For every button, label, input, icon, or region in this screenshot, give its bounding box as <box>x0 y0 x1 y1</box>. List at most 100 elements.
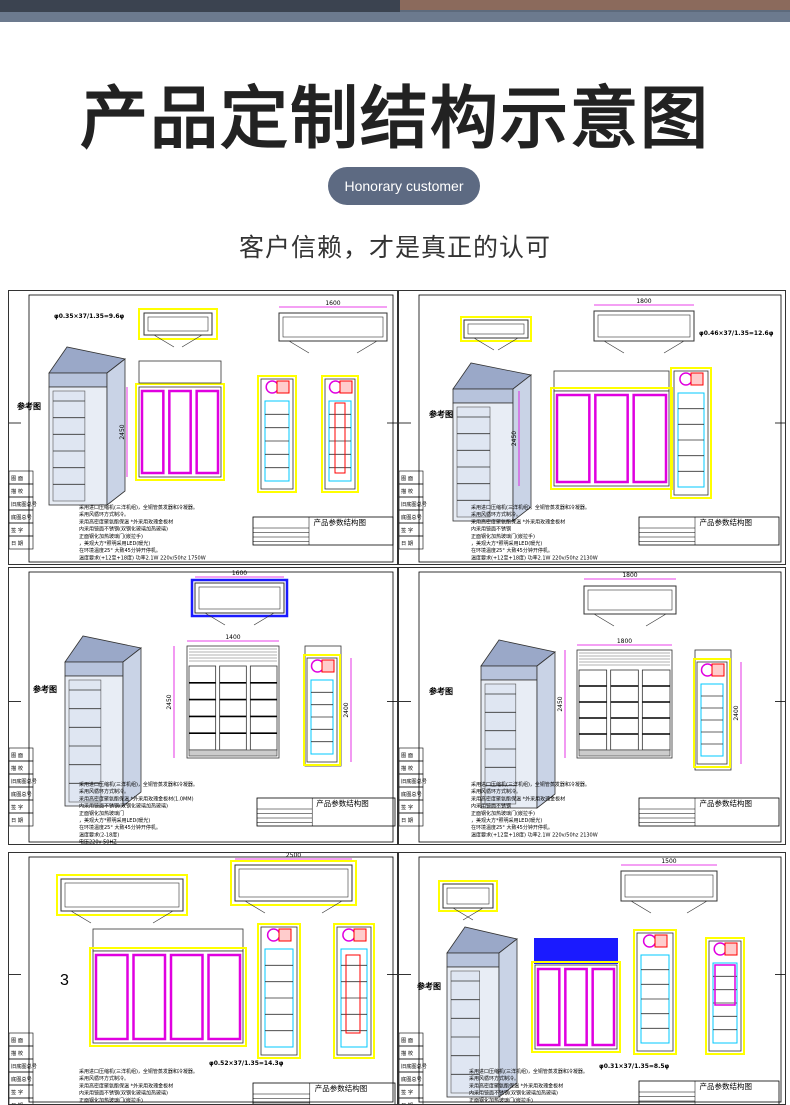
side-frame <box>696 661 728 765</box>
title-cell-label: 底图总号 <box>11 1075 32 1083</box>
title-cell-label: 底图总号 <box>11 790 32 798</box>
top-plan-view <box>463 319 529 351</box>
plan-outline <box>60 878 184 912</box>
door-swing <box>497 337 519 351</box>
plan-inner <box>198 586 281 610</box>
cabinet-glass-door <box>68 679 102 803</box>
plan-highlight <box>460 316 532 342</box>
title-cell <box>399 1097 424 1104</box>
dimension-line: 1600 <box>279 300 387 308</box>
table-title: 产品参数结构图 <box>316 798 369 808</box>
top-plan-view <box>620 870 718 914</box>
base-plinth <box>188 749 278 757</box>
compressor-unit <box>353 928 367 942</box>
cabinet-side <box>106 358 126 506</box>
cabinet-header <box>452 388 514 404</box>
compressor-unit <box>339 380 353 394</box>
top-plan-view <box>60 878 184 924</box>
door-swing <box>181 334 203 348</box>
compressor-unit <box>711 663 725 677</box>
side-frame <box>636 932 674 1052</box>
dimension-line: 2400 <box>733 662 742 764</box>
spec-note-line: 温度要求(+12至+18度) 功率2.1W 220v/50hz 2130W <box>471 554 598 561</box>
spec-note-line: 内采用镜面不锈钢 <box>471 526 511 533</box>
page-subtitle: 客户信赖，才是真正的认可 <box>238 233 551 262</box>
door-swing <box>645 613 667 627</box>
table-frame <box>252 1082 396 1104</box>
sheet-number-label: 3 <box>60 972 69 989</box>
elevation-frame <box>576 649 673 759</box>
door-swing <box>603 340 625 354</box>
parameter-table: 产品参数结构图 <box>252 1082 396 1104</box>
spec-note-line: 采用进口压缩机(三洋机组)，全铜管蒸发器和冷凝器。 <box>79 781 198 788</box>
side-section-core <box>714 964 736 1006</box>
title-cell <box>399 812 424 827</box>
side-section-view <box>705 937 745 1055</box>
side-frame <box>306 657 338 763</box>
dimension-label: 2450 <box>119 424 126 439</box>
side-section-view <box>633 929 677 1055</box>
spec-note-line: 采用风循环方式制冷。 <box>469 1075 519 1082</box>
plan-outline <box>620 870 718 902</box>
top-plan-view <box>194 582 285 626</box>
door-panel <box>140 389 165 475</box>
honorary-customer-badge[interactable]: Honorary customer <box>328 167 480 205</box>
title-cell-label: 图 面 <box>11 752 23 759</box>
plan-inner <box>282 316 384 338</box>
title-cell-label: 图 面 <box>401 752 413 759</box>
compressor-unit <box>724 942 738 956</box>
spec-note-line: 内采用镜面不锈钢(双钢化玻璃加热玻璃) <box>79 1090 168 1097</box>
side-frame <box>324 378 356 490</box>
banner-photo-left <box>0 0 400 12</box>
drawing-border <box>418 856 782 1103</box>
side-frame <box>708 940 742 1052</box>
elevation-frame <box>138 386 222 478</box>
spec-notes: 采用进口压缩机(三洋机组)，全铜管蒸发器和冷凝器。采用风循环方式制冷。采用高密度… <box>469 1068 588 1104</box>
door-swing <box>244 900 266 914</box>
parameter-table: 产品参数结构图 <box>252 516 394 546</box>
dimension-line: 1800 <box>584 572 676 580</box>
top-plan-view <box>143 312 213 348</box>
dimension-line: 1800 <box>577 638 672 646</box>
top-plan-view <box>583 585 677 627</box>
cabinet-glass-door <box>456 406 491 518</box>
spec-note-line: 采用高密度聚氨酯保温 *外采用玫瑰金板材 <box>79 518 173 525</box>
formula-text: φ0.35×37/1.35=9.6φ <box>54 313 125 320</box>
spec-note-line: ，美观大方*照明采用LED(暖光) <box>471 540 542 547</box>
drawing-border <box>28 571 394 843</box>
spec-note-line: 采用风循环方式制冷。 <box>79 1075 129 1082</box>
title-cell-label: 图 面 <box>401 475 413 482</box>
spec-note-line: 采用高密度聚氨酯保温 *外采用玫瑰金板材 <box>471 795 565 802</box>
base-plinth <box>578 749 671 757</box>
elevation-frame <box>92 950 244 1044</box>
plan-inner <box>147 316 209 332</box>
spec-note-line: 电压220v 50HZ <box>79 839 117 844</box>
spec-note-line: 内采用镜面不锈钢(双钢化玻璃加热玻璃) <box>79 803 168 810</box>
canopy-elevation <box>138 360 222 384</box>
spec-note-line: 温度要求(+12至+18度) 功率2.1W 220v/50hz 2130W <box>471 831 598 838</box>
door-panel <box>594 393 629 484</box>
side-outline <box>693 658 731 768</box>
dimension-line: 1600 <box>195 570 284 578</box>
reference-label: 参考图 <box>32 684 57 694</box>
elevation-frame <box>553 390 670 487</box>
spec-note-line: 在环境温度25° 大致45分钟开停机。 <box>471 824 553 831</box>
title-cell-label: 底图总号 <box>401 1075 422 1083</box>
cabinet-glass-door <box>484 683 517 805</box>
elevation-outline <box>89 947 247 1047</box>
dimension-line: 2450 <box>557 650 566 758</box>
table-title: 产品参数结构图 <box>700 798 753 808</box>
dimension-line: 1500 <box>621 858 717 866</box>
cabinet-side <box>536 651 556 809</box>
top-plan-view <box>278 312 388 354</box>
plan-outline <box>593 310 695 342</box>
reference-label: 参考图 <box>428 686 453 696</box>
spec-note-line: 内采用镜面不锈钢(双钢化玻璃加热玻璃) <box>79 526 168 533</box>
